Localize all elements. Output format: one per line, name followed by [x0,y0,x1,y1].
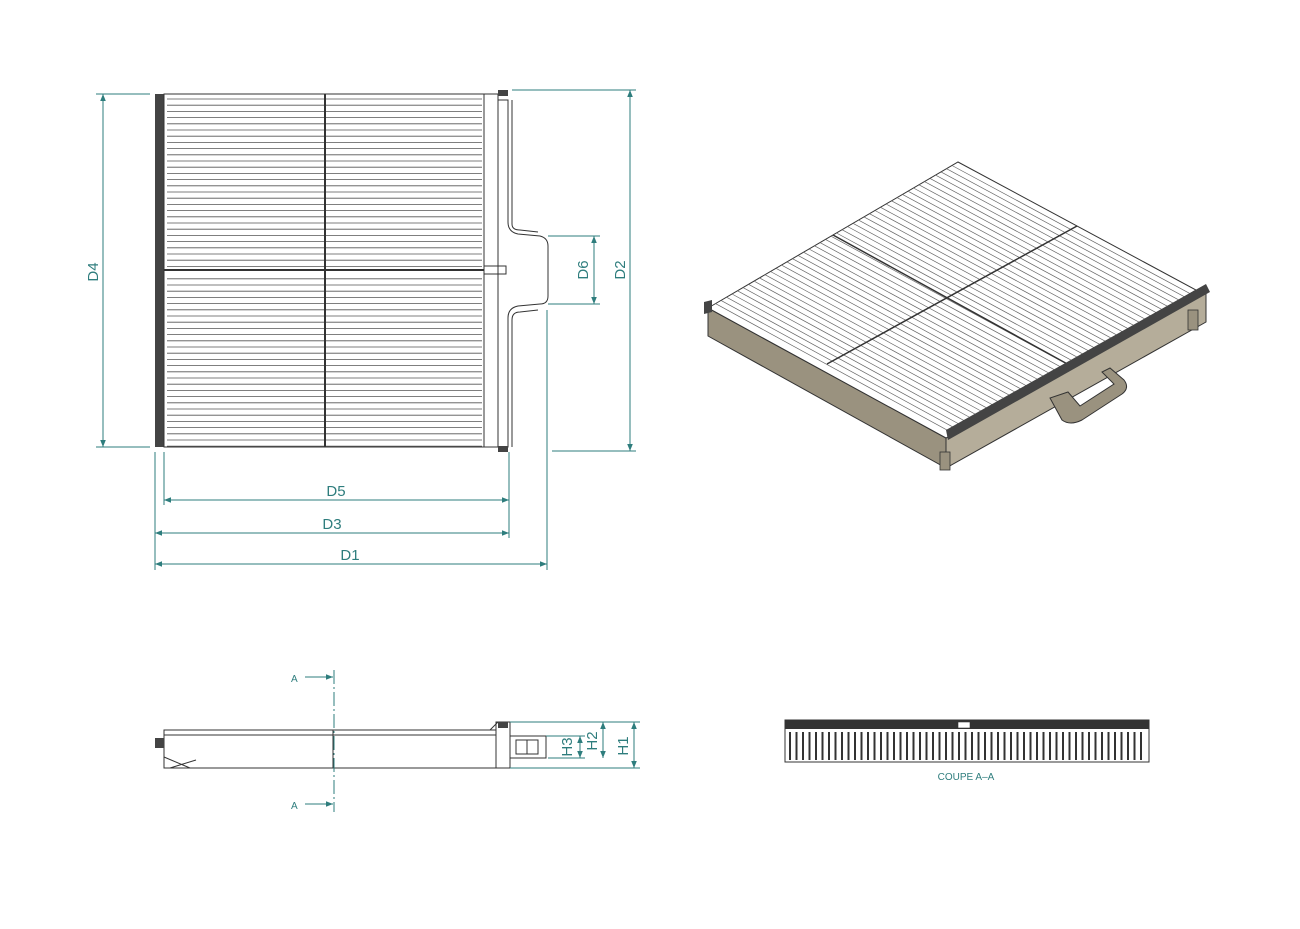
section-pleats [789,732,1142,760]
dim-d6-label: D6 [575,260,592,279]
dim-h1-label: H1 [615,736,632,755]
dim-d4-label: D4 [85,262,102,281]
dim-d3-label: D3 [322,516,341,533]
seal-strip [155,94,164,447]
section-mark-top: A [291,674,298,685]
dim-d2-label: D2 [612,260,629,279]
side-view: A A H3 H2 H1 [155,670,640,812]
dim-h3-label: H3 [559,737,576,756]
handle-outline [497,94,549,448]
frame-right [483,93,499,448]
side-handle-frame [495,721,511,769]
side-handle [509,735,547,759]
dim-d5-label: D5 [326,483,345,500]
isometric-view [704,161,1210,471]
dim-d1-label: D1 [340,547,359,564]
dim-h2-label: H2 [584,731,601,750]
top-view: D4 D2 D6 D5 D3 D1 [85,89,636,570]
iso-handle [1049,367,1128,424]
section-caption: COUPE A–A [938,772,995,783]
side-body [163,729,497,769]
iso-seal-band [946,284,1210,440]
section-view: COUPE A–A [784,719,1150,783]
section-mark-bottom: A [291,801,298,812]
